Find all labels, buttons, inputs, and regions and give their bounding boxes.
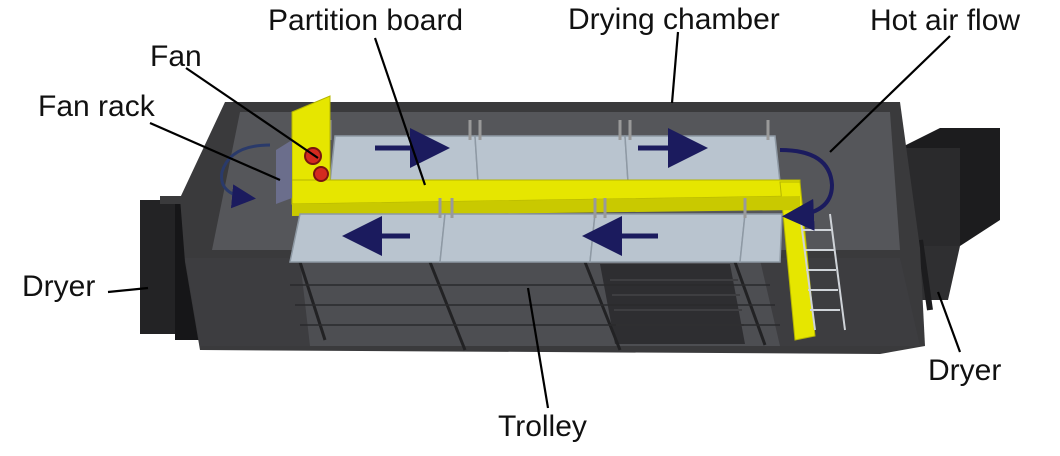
- side-rack-right: [799, 213, 846, 331]
- curved-arrow-icon: [220, 143, 271, 209]
- label-dryer-left: Dryer: [22, 270, 96, 303]
- fan-icon: [313, 166, 329, 182]
- fan-rack: [276, 140, 292, 204]
- curved-arrow-icon: [779, 148, 835, 231]
- airflow-arrows: [220, 128, 835, 256]
- tray-row-front: [289, 198, 783, 263]
- leader-lines: [107, 31, 962, 409]
- label-hot-air-flow: Hot air flow: [870, 4, 1021, 37]
- label-partition-board: Partition board: [268, 4, 464, 37]
- label-dryer-right: Dryer: [928, 354, 1002, 387]
- label-fan-rack: Fan rack: [38, 90, 155, 123]
- label-fan: Fan: [150, 40, 202, 73]
- label-drying-chamber: Drying chamber: [568, 3, 780, 36]
- label-trolley: Trolley: [498, 410, 587, 443]
